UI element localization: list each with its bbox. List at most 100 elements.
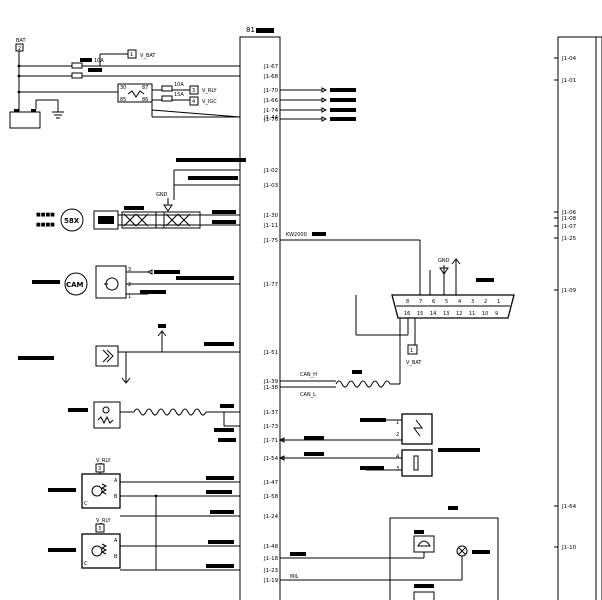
right-pin-label: J1-06	[561, 210, 577, 216]
right-pin-label: J1-25	[561, 236, 577, 242]
v-bat-num: 1	[130, 52, 133, 58]
output-arrow	[321, 107, 328, 113]
ecu-block: 81	[239, 26, 281, 600]
ecu-block-right	[557, 36, 602, 600]
gnd-a-label: GND	[156, 192, 168, 198]
svg-text:■■■■: ■■■■	[36, 222, 55, 228]
right-pin-label: J1-09	[561, 288, 577, 294]
left-pin-label: J1-30	[263, 213, 279, 219]
obd-pin-number: 12	[456, 311, 462, 317]
left-pin-labels: J1-67J1-68J1-70J1-66J1-74J1-76J1-44J1-02…	[263, 64, 356, 584]
lamp-panel-section: MIL	[280, 506, 499, 600]
switch-pin-3: 3	[396, 466, 399, 472]
left-pin-label: J1-18	[263, 556, 279, 562]
obd-pin-number: 2	[484, 299, 487, 305]
right-pin-labels: J1-04J1-01J1-06J1-08J1-07J1-25J1-09J1-64…	[554, 56, 577, 551]
diag-num: 1	[410, 348, 413, 354]
output-label-blob	[330, 88, 356, 92]
v-rly-b-label: V_RLY	[96, 518, 112, 524]
output-arrow	[321, 116, 328, 122]
actuator-a-c: C	[84, 501, 88, 507]
left-pin-label: J1-71	[263, 438, 278, 444]
obd-pin-number: 4	[458, 299, 461, 305]
obd-pin-number: 16	[404, 311, 410, 317]
output-label-blob	[330, 108, 356, 112]
switch-pin-2: 2	[396, 432, 399, 438]
gnd-b-label: GND	[438, 258, 450, 264]
obd-pin-number: 14	[430, 311, 436, 317]
left-pin-label: J1-02	[263, 168, 278, 174]
left-pin-label: J1-76	[263, 117, 279, 123]
v-rly-num: 3	[192, 88, 195, 94]
left-pin-label: J1-03	[263, 183, 279, 189]
actuator-a-b: B	[114, 494, 118, 500]
actuator-a-section: V_RLY 3 C A B	[48, 458, 240, 570]
cam-pin-3: 3	[128, 267, 131, 273]
left-pin-label: J1-11	[263, 223, 278, 229]
cam-sensor-label: CAM	[66, 281, 84, 289]
pressure-switch-section: 1 2 4 3	[278, 413, 480, 477]
cam-pin-2: 2	[128, 282, 131, 288]
v-igc-label: V_IGC	[202, 99, 217, 105]
left-pin-label: J1-44	[263, 115, 279, 121]
sensor-shield-section: GND ■■■■ ■■■■ 58X	[36, 158, 246, 232]
obd-pin-number: 8	[406, 299, 409, 305]
left-pin-label: J1-74	[263, 108, 279, 114]
v-rly-a-label: V_RLY	[96, 458, 112, 464]
left-pin-label: J1-37	[263, 410, 279, 416]
v-rly-b-num: 3	[98, 526, 101, 532]
ecu-title: 81	[246, 26, 255, 34]
bat-label: BAT	[16, 38, 26, 44]
actuator-b-c: C	[84, 561, 88, 567]
left-pin-label: J1-19	[263, 578, 279, 584]
left-pin-label: J1-54	[263, 456, 279, 462]
left-pin-label: J1-77	[263, 282, 279, 288]
mil-label: MIL	[290, 574, 299, 580]
left-pin-label: J1-24	[263, 514, 279, 520]
bat-number: 2	[18, 46, 21, 52]
actuator-b-section: V_RLY 3 C A B	[48, 518, 240, 571]
right-pin-label: J1-04	[561, 56, 577, 62]
obd-pin-number: 7	[419, 299, 422, 305]
left-pin-label: J1-47	[263, 480, 279, 486]
left-pin-label: J1-73	[263, 424, 279, 430]
v-igc-num: 4	[192, 99, 195, 105]
relay-pin-30: 30	[120, 85, 126, 91]
knock-sensor-section	[68, 401, 240, 442]
actuator-b-a: A	[114, 538, 118, 544]
left-pin-label: J1-75	[263, 238, 279, 244]
actuator-a-a: A	[114, 478, 118, 484]
relay-pin-85: 85	[120, 97, 126, 103]
can-h-label: CAN_H	[300, 372, 317, 378]
obd-pin-number: 6	[432, 299, 435, 305]
obd-pin-number: 10	[482, 311, 488, 317]
left-pin-label: J1-68	[263, 74, 279, 80]
relay-pin-86: 86	[142, 97, 148, 103]
left-pin-label: J1-38	[263, 385, 279, 391]
left-pin-label: J1-23	[263, 568, 279, 574]
cam-sensor-section: CAM 3 2 1	[32, 265, 240, 300]
relay-pin-87: 87	[142, 85, 148, 91]
left-pin-label: J1-70	[263, 88, 279, 94]
left-pin-label: J1-48	[263, 544, 279, 550]
left-pin-label: J1-58	[263, 494, 279, 500]
v-bat-label: V_BAT	[140, 53, 156, 59]
v-rly-label: V_RLY	[202, 88, 218, 94]
right-pin-label: J1-07	[561, 224, 577, 230]
kw2000-label: KW2000	[286, 232, 307, 238]
obd-pin-number: 9	[495, 311, 498, 317]
obd-pin-number: 13	[443, 311, 449, 317]
output-arrow	[321, 87, 328, 93]
can-l-label: CAN_L	[300, 392, 316, 398]
output-label-blob	[330, 98, 356, 102]
obd-pin-number: 15	[417, 311, 423, 317]
svg-text:■■■■: ■■■■	[36, 212, 55, 218]
actuator-b-b: B	[114, 554, 118, 560]
right-pin-label: J1-10	[561, 545, 577, 551]
fuse-3-label: 10A	[174, 82, 184, 88]
left-pin-label: J1-51	[263, 350, 278, 356]
right-pin-label: J1-01	[561, 78, 576, 84]
